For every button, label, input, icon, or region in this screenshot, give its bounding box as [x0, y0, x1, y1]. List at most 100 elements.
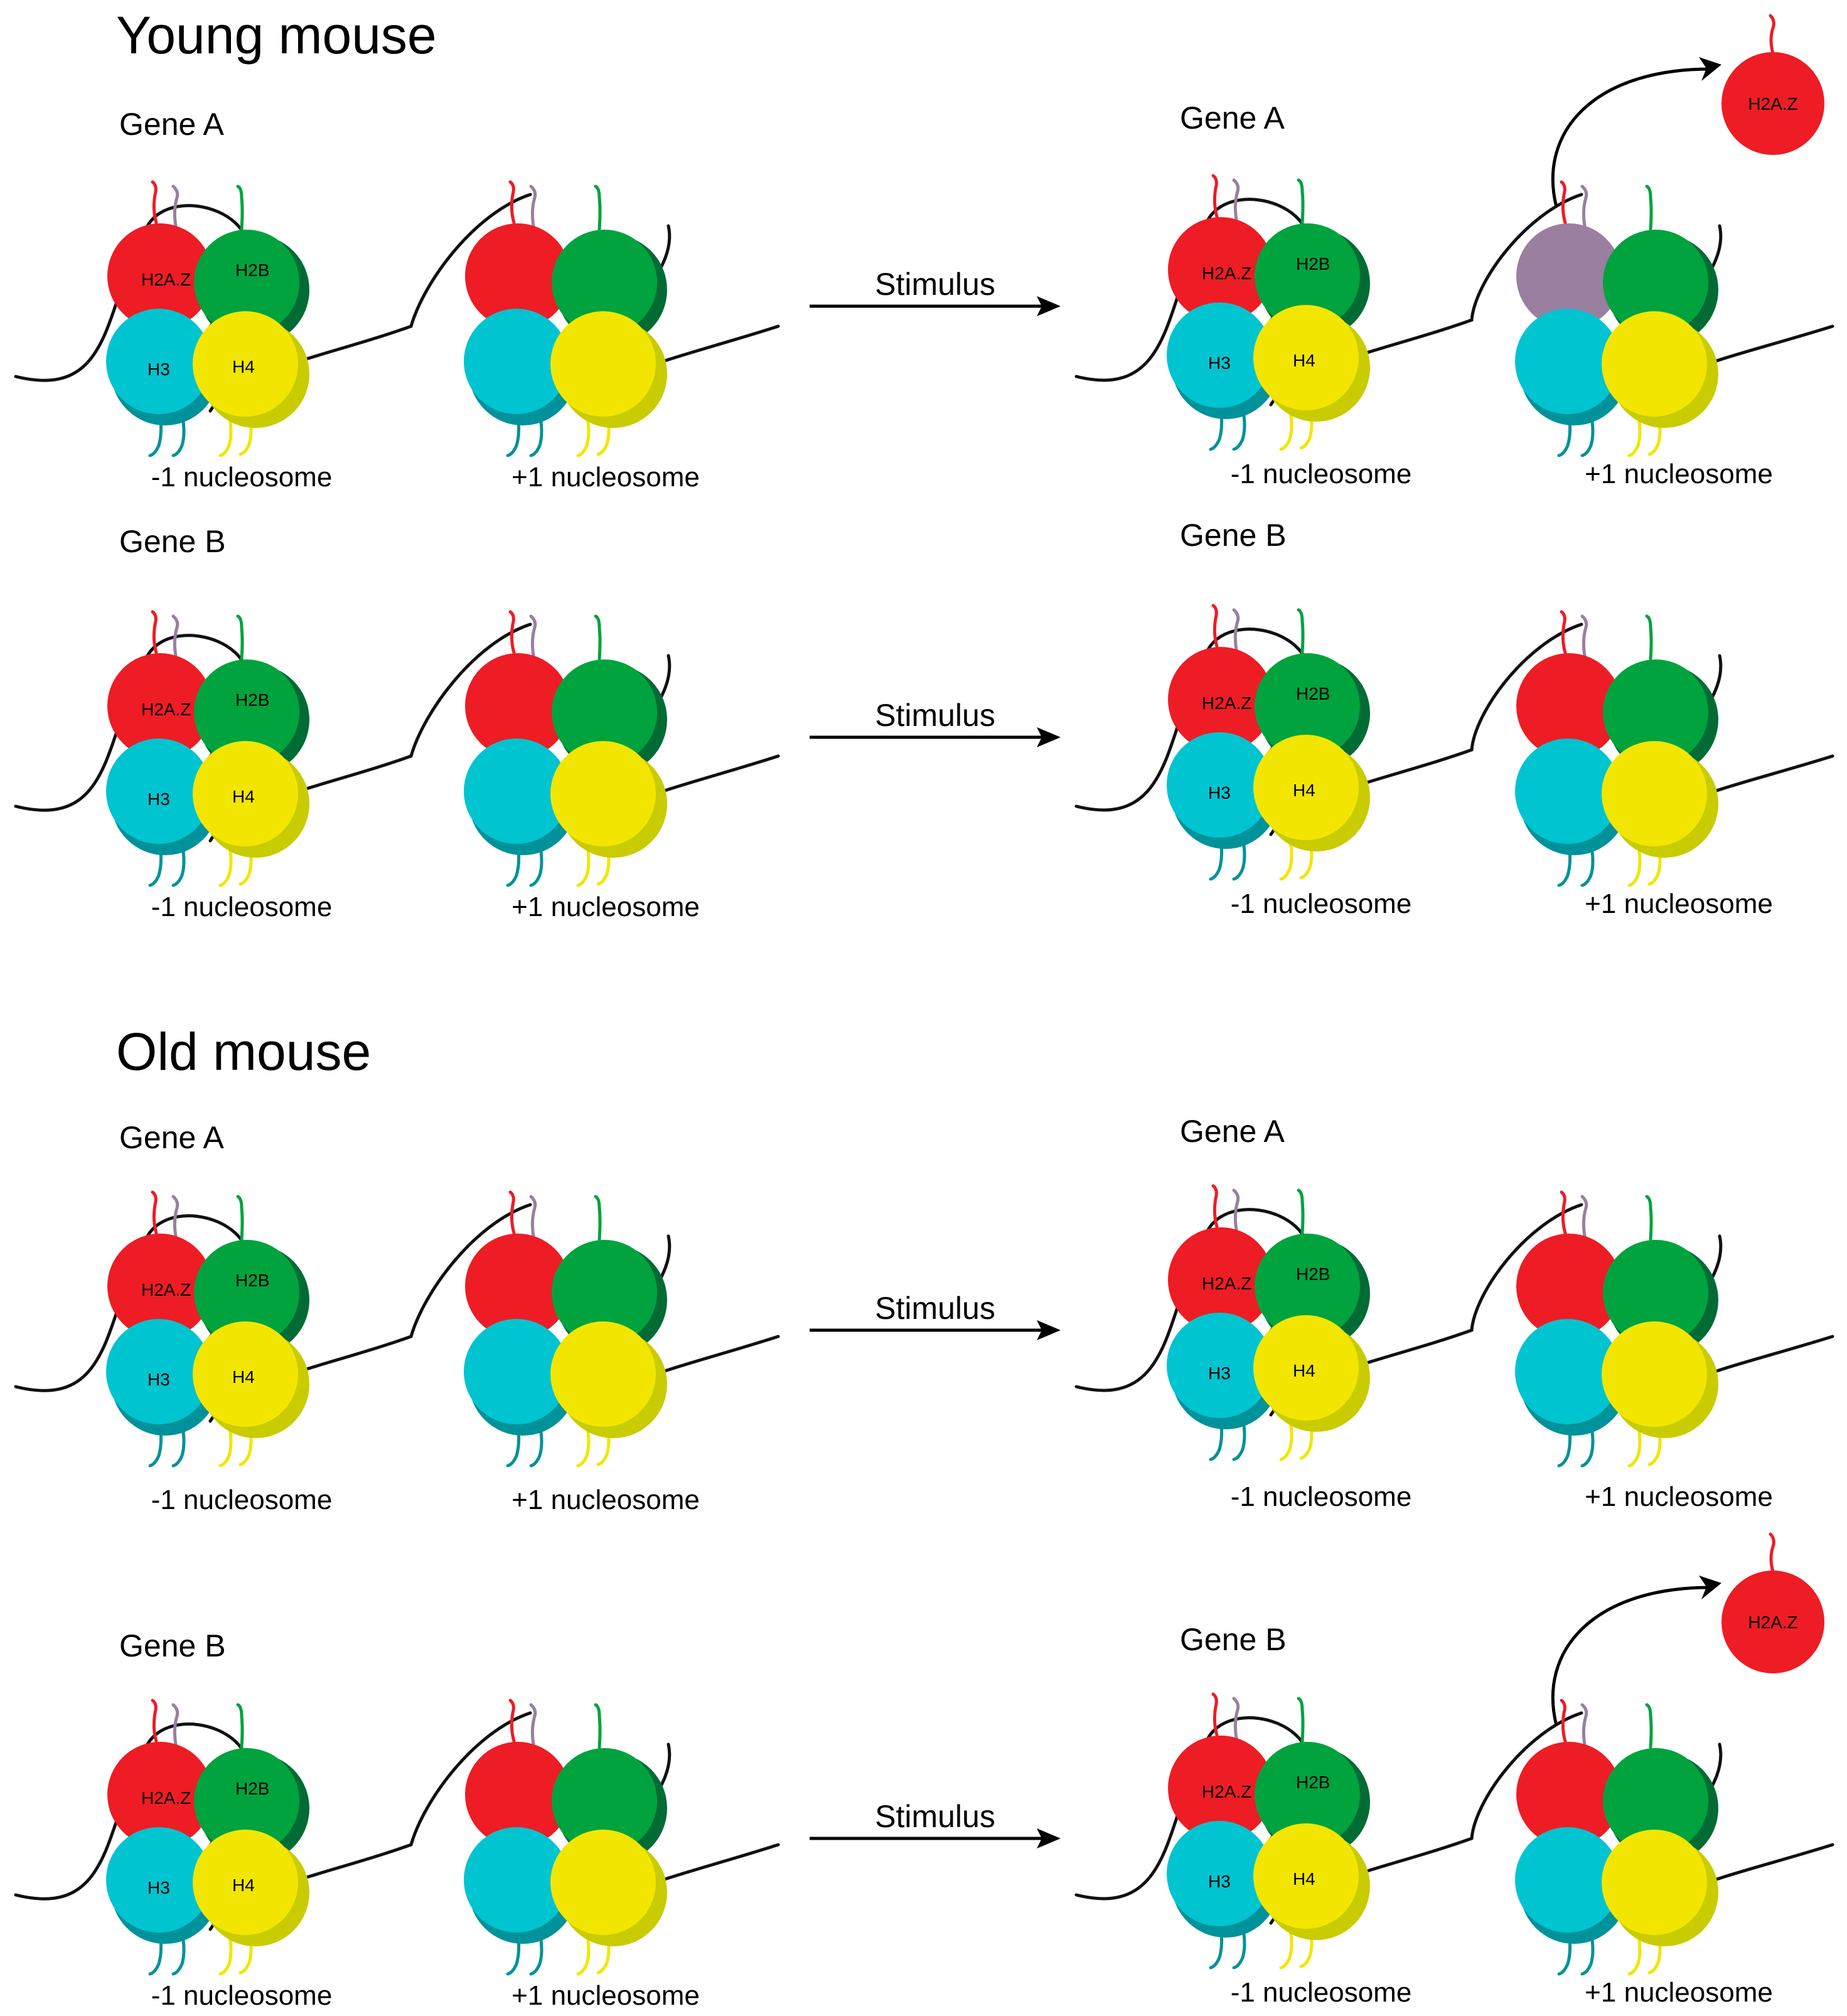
h3-histone — [106, 1319, 211, 1424]
histone-tail — [508, 610, 516, 654]
h2az-histone — [1168, 1736, 1273, 1841]
h2b-label: H2B — [235, 690, 269, 710]
h3-histone — [1515, 1319, 1620, 1424]
histone-tail — [1232, 1697, 1240, 1740]
h2az-histone — [107, 653, 213, 759]
histone-tail — [1232, 406, 1246, 451]
h3-histone — [464, 309, 569, 414]
histone-tail — [171, 1195, 179, 1238]
histone-tail — [171, 614, 179, 658]
h4-histone — [193, 741, 298, 846]
histone-tail — [1580, 1931, 1595, 1976]
histone-tail — [594, 1703, 602, 1749]
h4-histone — [1602, 1830, 1707, 1935]
histone-tail — [1627, 1931, 1642, 1976]
h2az-label: H2A.Z — [1202, 1782, 1251, 1801]
histone-tail — [594, 614, 602, 661]
h2az-label: H2A.Z — [141, 1788, 191, 1808]
dna-strand — [1074, 1203, 1834, 1426]
histone-tail — [529, 614, 537, 658]
histone-tail — [529, 412, 543, 457]
gene-label-after: Gene A — [1180, 1114, 1285, 1149]
gene-label-before: Gene A — [119, 1120, 224, 1155]
histone-tail — [529, 1422, 543, 1468]
stimulus-arrow-head — [1037, 727, 1061, 747]
histone-tail — [1232, 836, 1246, 881]
h4-label: H4 — [1293, 781, 1315, 800]
minus1-nucleosome-label-after: -1 nucleosome — [1231, 888, 1412, 919]
h3-histone — [106, 309, 211, 414]
h2b-histone — [552, 659, 657, 765]
dna-strand — [1074, 1711, 1834, 1934]
h4-histone — [193, 1830, 298, 1935]
h2b-histone — [552, 1240, 657, 1345]
h4-histone — [1602, 741, 1707, 846]
gene-label-before: Gene A — [119, 107, 224, 142]
plus1-nucleosome-label: +1 nucleosome — [511, 1485, 700, 1515]
histone-tail — [1211, 174, 1219, 218]
histone-tail — [1769, 14, 1775, 55]
dna-strand — [14, 193, 780, 416]
histone-tail — [151, 180, 158, 225]
h2az-histone — [1168, 647, 1273, 752]
histone-tail — [1580, 1422, 1595, 1468]
histone-tail — [151, 1699, 158, 1743]
h2b-histone — [194, 1748, 299, 1853]
histone-tail — [1560, 610, 1567, 654]
histone-tail — [508, 1699, 516, 1743]
histone-tail — [171, 1703, 179, 1746]
stimulus-label: Stimulus — [875, 698, 995, 733]
h2b-histone — [1603, 1748, 1708, 1853]
h4-histone — [1602, 1321, 1707, 1427]
h4-histone — [1253, 305, 1359, 410]
h2b-histone — [1603, 230, 1708, 335]
h4-label: H4 — [232, 357, 255, 376]
h3-histone — [1515, 309, 1620, 414]
h3-histone — [464, 739, 569, 844]
h4-label: H4 — [232, 1367, 255, 1387]
plus1-nucleosome-label: +1 nucleosome — [511, 892, 700, 922]
histone-tail — [151, 1190, 158, 1235]
evicted-h2az-histone — [1721, 52, 1824, 155]
h2b-histone — [194, 659, 299, 765]
h4-histone — [193, 1321, 298, 1427]
histone-tail — [1297, 178, 1305, 225]
h2b-label: H2B — [1296, 1264, 1330, 1284]
plus1-nucleosome-label-after: +1 nucleosome — [1585, 459, 1773, 489]
histone-tail — [1297, 608, 1305, 654]
histone-tail — [1297, 1697, 1305, 1743]
h2az-histone — [465, 1742, 570, 1847]
stimulus-arrow-head — [1037, 1320, 1061, 1340]
h2b-label: H2B — [235, 1779, 269, 1798]
h2az-label: H2A.Z — [141, 270, 191, 289]
gene-label-before: Gene B — [119, 524, 226, 559]
h4-histone — [1253, 735, 1359, 840]
section-title: Old mouse — [116, 1022, 371, 1081]
h3-label: H3 — [147, 360, 170, 379]
h2b-label: H2B — [1296, 684, 1330, 703]
histone-tail — [576, 412, 591, 457]
gene-label-after: Gene A — [1180, 100, 1285, 136]
minus1-nucleosome-label: -1 nucleosome — [151, 1485, 333, 1515]
h2az-histone — [1516, 1234, 1622, 1339]
gene-label-before: Gene B — [119, 1628, 226, 1663]
h3-histone — [1167, 302, 1272, 408]
histone-tail — [236, 184, 244, 231]
histone-tail — [1279, 836, 1293, 881]
h3-histone — [1167, 1313, 1272, 1418]
histone-tail — [236, 1195, 244, 1241]
gene-label-after: Gene B — [1180, 1622, 1287, 1657]
dna-strand — [14, 622, 780, 846]
h2b-label: H2B — [235, 260, 269, 280]
eviction-arrow — [1551, 67, 1711, 208]
section-title: Young mouse — [116, 6, 437, 65]
evicted-h2az-label: H2A.Z — [1748, 94, 1797, 114]
h3-histone — [1515, 1827, 1620, 1933]
stimulus-label: Stimulus — [875, 1291, 995, 1326]
stimulus-label: Stimulus — [875, 267, 995, 302]
histone-tail — [1211, 604, 1219, 648]
h2b-label: H2B — [235, 1271, 269, 1290]
histone-tail — [1627, 842, 1642, 887]
histone-tail — [1279, 1924, 1293, 1970]
